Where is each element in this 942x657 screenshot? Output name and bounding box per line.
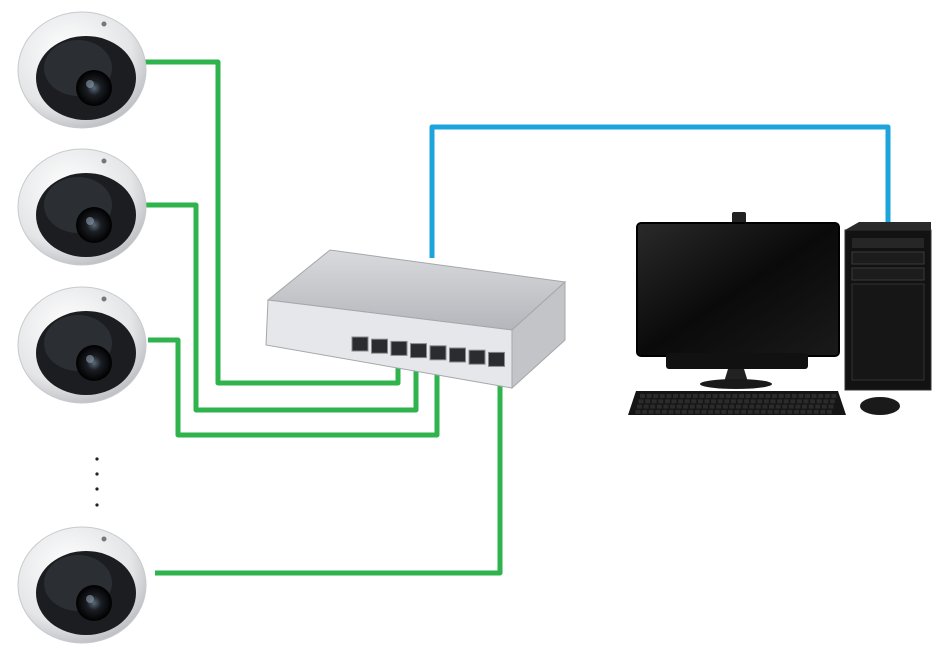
uplink-cable xyxy=(429,124,891,258)
mouse xyxy=(860,397,900,415)
dome-camera-icon xyxy=(17,286,147,404)
ethernet-port xyxy=(410,343,427,359)
cable-camera-1 xyxy=(140,59,401,386)
camera-cables xyxy=(140,59,503,576)
cable-camera-2 xyxy=(145,202,419,413)
ethernet-port xyxy=(429,345,447,361)
dome-camera-icon xyxy=(17,526,147,644)
ethernet-port xyxy=(488,351,505,367)
ethernet-port xyxy=(371,338,388,354)
ethernet-port xyxy=(468,349,486,365)
webcam xyxy=(732,212,746,224)
cable-camera-4 xyxy=(155,378,503,576)
desktop-computer-icon xyxy=(628,212,932,415)
dome-camera-icon xyxy=(17,148,147,266)
monitor xyxy=(636,222,840,357)
ethernet-port xyxy=(449,347,466,363)
ethernet-port xyxy=(390,340,408,356)
ethernet-port xyxy=(351,336,369,352)
dome-camera-icon xyxy=(17,11,147,129)
network-switch-icon xyxy=(265,249,567,390)
cable-camera-3 xyxy=(148,337,440,438)
vertical-dots-icon xyxy=(95,457,99,507)
